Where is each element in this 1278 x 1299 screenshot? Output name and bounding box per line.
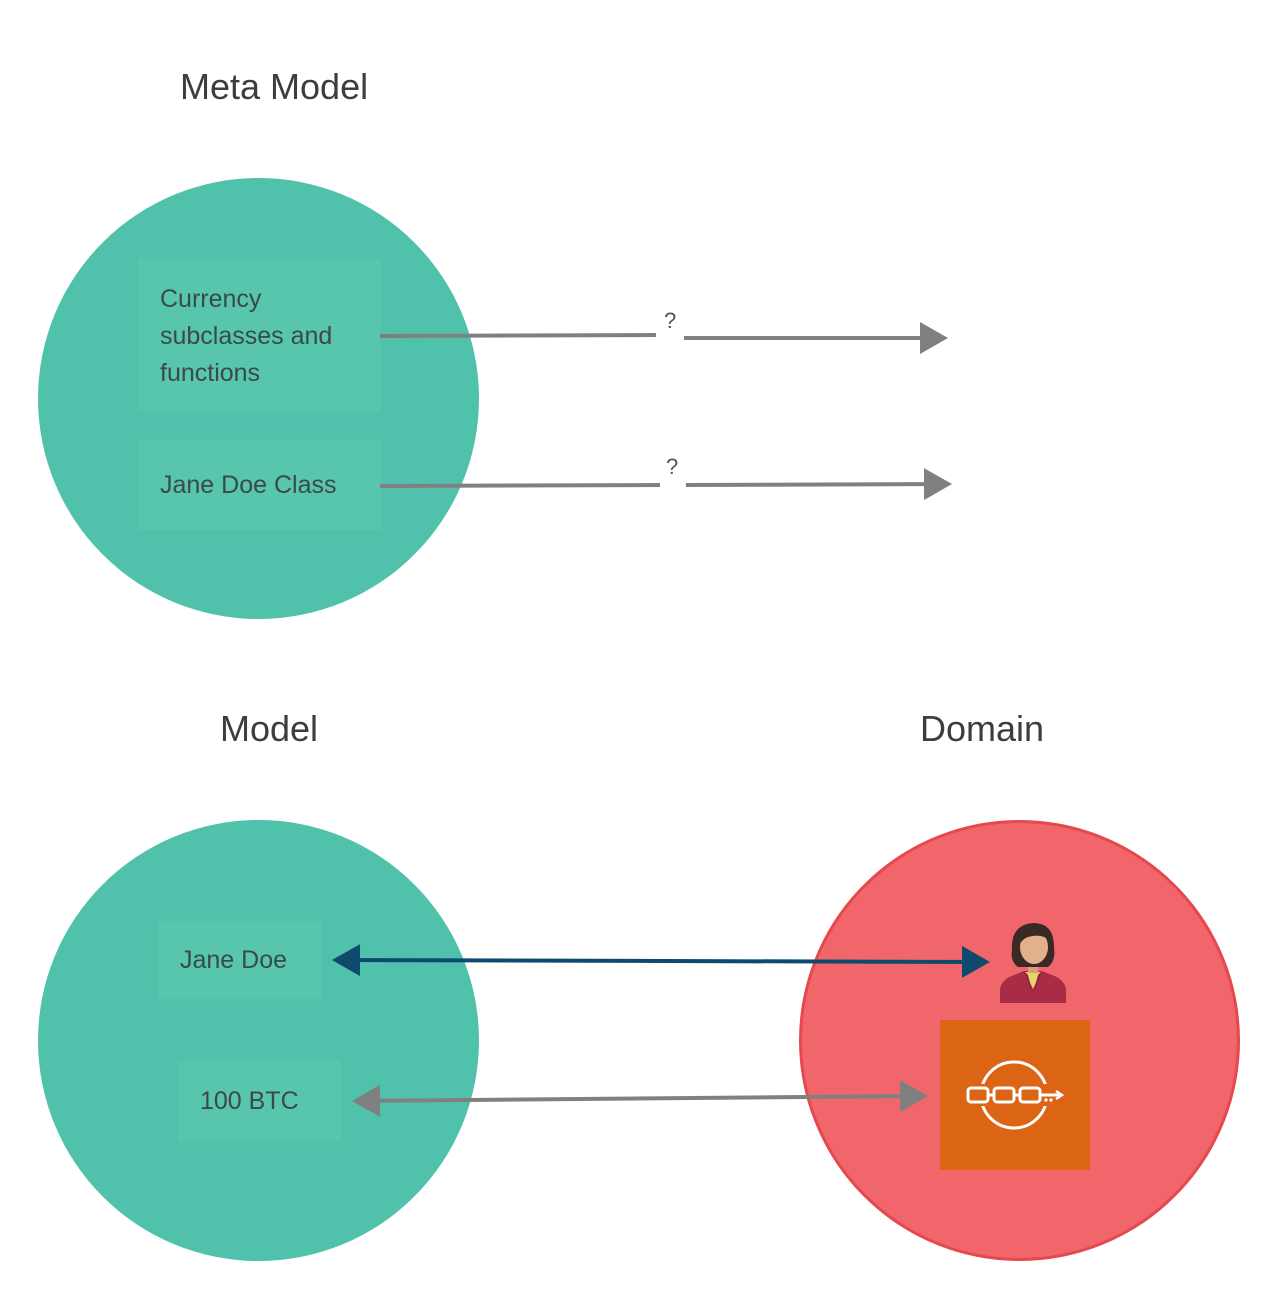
blockchain-box (940, 1020, 1090, 1170)
jane-class-arrow-right (685, 468, 952, 501)
arrow-label-jane-class: ? (666, 454, 679, 479)
meta-model-title: Meta Model (180, 66, 369, 107)
btc-box: 100 BTC (178, 1061, 341, 1141)
person-icon (1000, 923, 1066, 1003)
jane-class-arrow-left (379, 483, 661, 488)
jane-doe-box: Jane Doe (158, 921, 321, 999)
jane-doe-class-label: Jane Doe Class (160, 470, 337, 499)
model-circle (38, 820, 479, 1261)
currency-line-1: Currency (160, 285, 262, 313)
jane-doe-link-arrow (332, 944, 990, 978)
jane-doe-label: Jane Doe (180, 945, 288, 974)
currency-arrow-left (379, 333, 657, 338)
model-title: Model (220, 708, 319, 749)
domain-title: Domain (920, 708, 1045, 749)
blockchain-icon (964, 1060, 1065, 1130)
jane-doe-class-box: Jane Doe Class (138, 440, 381, 530)
currency-line-2: subclasses and (160, 322, 333, 350)
currency-subclasses-box: Currency subclasses and functions (138, 259, 381, 411)
currency-line-3: functions (160, 359, 261, 387)
btc-label: 100 BTC (200, 1086, 299, 1115)
arrow-label-currency: ? (664, 308, 677, 333)
btc-link-arrow (352, 1080, 928, 1117)
